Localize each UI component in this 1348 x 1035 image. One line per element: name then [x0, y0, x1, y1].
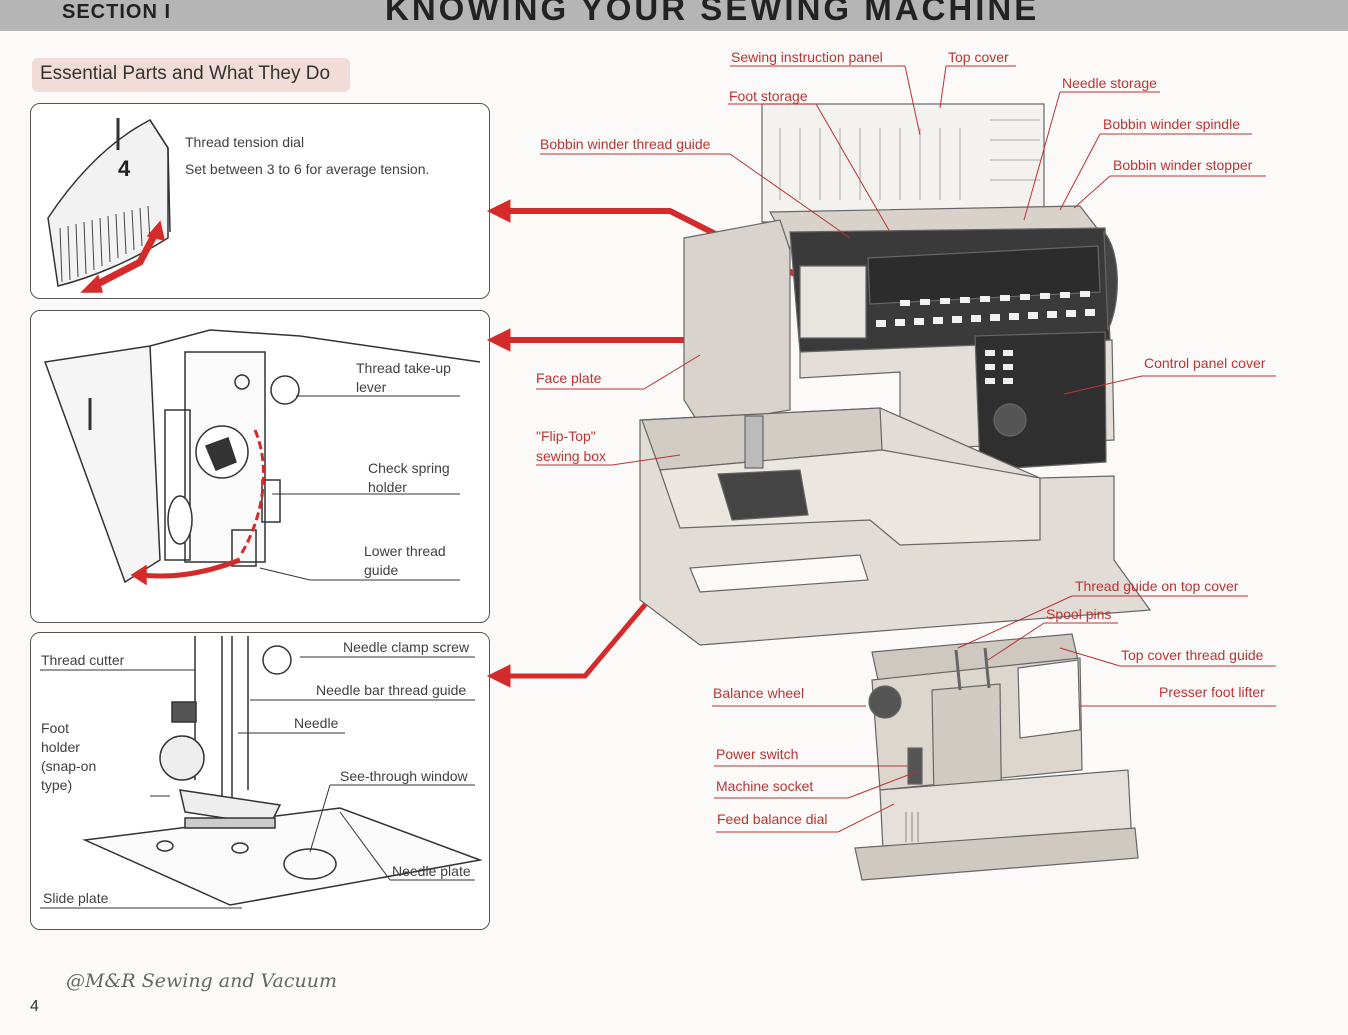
- flip-top-label-1: "Flip-Top": [536, 428, 596, 444]
- spool-pins-label: Spool pins: [1046, 606, 1112, 622]
- bobbin-winder-spindle-label: Bobbin winder spindle: [1103, 116, 1240, 132]
- bobbin-winder-thread-guide-label: Bobbin winder thread guide: [540, 136, 711, 152]
- foot-holder-label-4: type): [41, 777, 73, 793]
- lower-thread-guide-label: Lower thread: [364, 543, 446, 559]
- foot-holder-label-1: Foot: [41, 720, 70, 736]
- take-up-lever-label-2: lever: [356, 379, 387, 395]
- needle-storage-label: Needle storage: [1062, 75, 1157, 91]
- foot-holder-label-2: holder: [41, 739, 80, 755]
- needle-area-illustration: [40, 636, 483, 909]
- section-label: SECTION I: [62, 1, 172, 23]
- watermark: @M&R Sewing and Vacuum: [66, 970, 337, 992]
- tension-dial-illustration: 4: [47, 118, 171, 293]
- needle-plate-label: Needle plate: [392, 863, 471, 879]
- foot-holder-label-3: (snap-on: [41, 758, 97, 774]
- needle-label: Needle: [294, 715, 339, 731]
- lower-thread-guide-label-2: guide: [364, 562, 399, 578]
- tension-dial-label: Thread tension dial: [185, 134, 305, 150]
- subtitle-banner: Essential Parts and What They Do: [32, 58, 350, 92]
- control-panel-cover-label: Control panel cover: [1144, 355, 1266, 371]
- bobbin-winder-stopper-label: Bobbin winder stopper: [1113, 157, 1253, 173]
- check-spring-label-2: holder: [368, 479, 407, 495]
- see-through-window-label: See-through window: [340, 768, 468, 784]
- small-machine-illustration: [854, 633, 1139, 881]
- leader-lines: [536, 65, 1276, 833]
- power-switch-label: Power switch: [716, 746, 799, 762]
- top-cover-label: Top cover: [948, 49, 1009, 65]
- thread-guide-top-cover-label: Thread guide on top cover: [1075, 578, 1239, 594]
- main-machine-illustration: [639, 103, 1152, 646]
- needle-bar-thread-guide-label: Needle bar thread guide: [316, 682, 467, 698]
- dial-direction-arrow: [88, 230, 160, 292]
- take-up-lever-label: Thread take-up: [356, 360, 451, 376]
- page-header: SECTION I KNOWING YOUR SEWING MACHINE: [0, 0, 1348, 31]
- dial-number: 4: [118, 156, 131, 181]
- balance-wheel-label: Balance wheel: [713, 685, 805, 701]
- feed-balance-dial-label: Feed balance dial: [717, 811, 828, 827]
- machine-socket-label: Machine socket: [716, 778, 814, 794]
- flip-top-label-2: sewing box: [536, 448, 607, 464]
- needle-clamp-screw-label: Needle clamp screw: [343, 639, 470, 655]
- foot-storage-label: Foot storage: [729, 88, 808, 104]
- check-spring-label: Check spring: [368, 460, 450, 476]
- thread-cutter-label: Thread cutter: [41, 652, 125, 668]
- tension-dial-note: Set between 3 to 6 for average tension.: [185, 161, 430, 177]
- slide-plate-label: Slide plate: [43, 890, 109, 906]
- page-number: 4: [30, 998, 39, 1015]
- top-cover-thread-guide-label: Top cover thread guide: [1121, 647, 1264, 663]
- face-plate-illustration: [43, 329, 481, 586]
- subtitle-text: Essential Parts and What They Do: [40, 63, 331, 84]
- presser-foot-lifter-label: Presser foot lifter: [1159, 684, 1265, 700]
- face-plate-label: Face plate: [536, 370, 602, 386]
- page-title: KNOWING YOUR SEWING MACHINE: [385, 0, 1040, 27]
- sewing-instruction-panel-label: Sewing instruction panel: [731, 49, 883, 65]
